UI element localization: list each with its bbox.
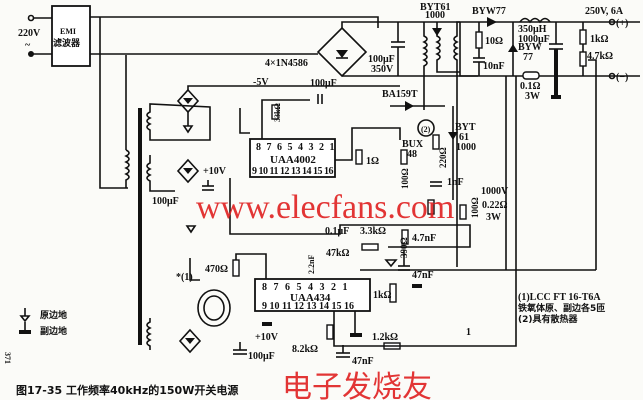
output-plus-terminal — [608, 18, 616, 26]
svg-text:10nF: 10nF — [483, 61, 505, 72]
svg-text:8 7 6 5 4 3 2 1: 8 7 6 5 4 3 2 1 — [262, 282, 350, 293]
svg-text:470Ω: 470Ω — [205, 264, 228, 275]
svg-text:BUX: BUX — [402, 139, 424, 150]
note-1-detail: 铁氧体原、副边各5匝 — [518, 302, 605, 314]
transformer-primary-icon — [422, 22, 428, 110]
transformer-secondary-icon — [453, 21, 460, 73]
ac-input: 220V ~ — [18, 14, 52, 57]
svg-text:滤波器: 滤波器 — [53, 37, 81, 49]
svg-text:+10V: +10V — [203, 166, 227, 177]
svg-text:77: 77 — [523, 52, 533, 63]
svg-text:原边地: 原边地 — [40, 309, 67, 321]
primary-ground-icon — [19, 315, 31, 323]
svg-text:(+): (+) — [616, 18, 628, 29]
ic-uaa434: 8 7 6 5 4 3 2 1 UAA434 9 10 11 12 13 14 … — [254, 278, 371, 312]
svg-text:3.3kΩ: 3.3kΩ — [360, 226, 386, 237]
svg-text:10Ω: 10Ω — [485, 36, 503, 47]
svg-text:47nF: 47nF — [412, 270, 434, 281]
svg-text:1Ω: 1Ω — [366, 156, 379, 167]
svg-text:UAA4002: UAA4002 — [270, 154, 316, 166]
svg-text:100μF: 100μF — [152, 196, 179, 207]
secondary-ground-icon — [551, 95, 561, 99]
svg-text:33kΩ: 33kΩ — [273, 103, 282, 122]
svg-text:UAA434: UAA434 — [290, 292, 331, 304]
svg-text:4.7kΩ: 4.7kΩ — [587, 51, 613, 62]
watermark-brand: 电子发烧友 — [282, 370, 432, 400]
svg-text:9 10 11 12 13 14 15 16: 9 10 11 12 13 14 15 16 — [262, 301, 354, 312]
svg-text:1.2kΩ: 1.2kΩ — [372, 332, 398, 343]
svg-text:220Ω: 220Ω — [438, 147, 448, 168]
watermark-url: www.elecfans.com — [196, 189, 454, 226]
ic-uaa4002: 8 7 6 5 4 3 2 1 UAA4002 9 10 11 12 13 14… — [249, 138, 336, 178]
svg-text:3W: 3W — [525, 91, 540, 102]
svg-text:(−): (−) — [616, 72, 628, 83]
svg-text:8 7 6 5 4 3 2 1: 8 7 6 5 4 3 2 1 — [256, 142, 336, 153]
clamp-diode-icon — [432, 28, 442, 36]
transformer-winding-icon — [124, 149, 130, 188]
page-number: 371 — [3, 352, 12, 364]
note-2: (2)具有散热器 — [518, 313, 578, 325]
svg-text:3W: 3W — [486, 212, 501, 223]
ferrite-ring-transformer-icon — [197, 289, 231, 327]
svg-text:1000: 1000 — [425, 10, 445, 21]
svg-text:2.2nF: 2.2nF — [307, 255, 316, 274]
svg-text:BYW77: BYW77 — [472, 6, 506, 17]
svg-text:48: 48 — [407, 149, 417, 160]
inductor-icon — [519, 17, 551, 24]
svg-text:0.1μF: 0.1μF — [325, 226, 349, 237]
svg-text:副边地: 副边地 — [40, 325, 67, 337]
svg-text:100Ω: 100Ω — [400, 168, 410, 189]
output-minus-terminal — [608, 72, 616, 80]
svg-text:0.22Ω: 0.22Ω — [482, 200, 508, 211]
note-1: (1)LCC FT 16-T6A — [518, 292, 601, 303]
svg-text:1kΩ: 1kΩ — [373, 290, 392, 301]
svg-text:1kΩ: 1kΩ — [590, 34, 609, 45]
svg-text:250V, 6A: 250V, 6A — [585, 6, 624, 17]
svg-text:100Ω: 100Ω — [470, 197, 480, 218]
svg-text:100μF: 100μF — [368, 54, 395, 65]
svg-text:1000μF: 1000μF — [518, 34, 550, 45]
svg-text:(2): (2) — [421, 125, 431, 134]
svg-text:-5V: -5V — [253, 77, 269, 88]
figure-caption: 图17-35 工作频率40kHz的150W开关电源 — [16, 383, 238, 397]
svg-text:*(1): *(1) — [176, 272, 193, 283]
emi-filter: EMI 滤波器 — [51, 5, 91, 67]
svg-text:1: 1 — [466, 327, 471, 338]
svg-text:47kΩ: 47kΩ — [326, 248, 350, 259]
legend: 原边地 副边地 — [19, 308, 67, 337]
ac-symbol: ~ — [25, 40, 31, 51]
diode-byw77-icon — [487, 17, 497, 27]
bridge-rectifier: 4×1N4586 — [265, 26, 368, 78]
svg-text:BYT61: BYT61 — [420, 2, 451, 13]
svg-text:EMI: EMI — [60, 27, 76, 36]
svg-text:4.7nF: 4.7nF — [412, 233, 436, 244]
svg-text:8.2kΩ: 8.2kΩ — [292, 344, 318, 355]
svg-text:BYT: BYT — [455, 122, 476, 133]
svg-text:9 10 11 12 13 14 15 16: 9 10 11 12 13 14 15 16 — [252, 166, 333, 177]
svg-text:47nF: 47nF — [352, 356, 374, 367]
svg-text:100μF: 100μF — [310, 78, 337, 89]
transistor-bux48-icon — [417, 119, 435, 137]
svg-text:0.1Ω: 0.1Ω — [520, 81, 541, 92]
svg-text:350V: 350V — [371, 64, 394, 75]
svg-text:BYW: BYW — [518, 42, 542, 53]
svg-text:+10V: +10V — [255, 332, 279, 343]
svg-text:100μF: 100μF — [248, 351, 275, 362]
svg-text:4×1N4586: 4×1N4586 — [265, 58, 308, 69]
svg-text:1000: 1000 — [456, 142, 476, 153]
secondary-ground-icon — [19, 330, 31, 334]
svg-text:350μH: 350μH — [518, 24, 547, 35]
svg-text:BA159T: BA159T — [382, 89, 418, 100]
svg-text:1nF: 1nF — [447, 177, 464, 188]
input-voltage: 220V — [18, 28, 41, 39]
svg-text:61: 61 — [459, 132, 469, 143]
svg-text:1000V: 1000V — [481, 186, 509, 197]
